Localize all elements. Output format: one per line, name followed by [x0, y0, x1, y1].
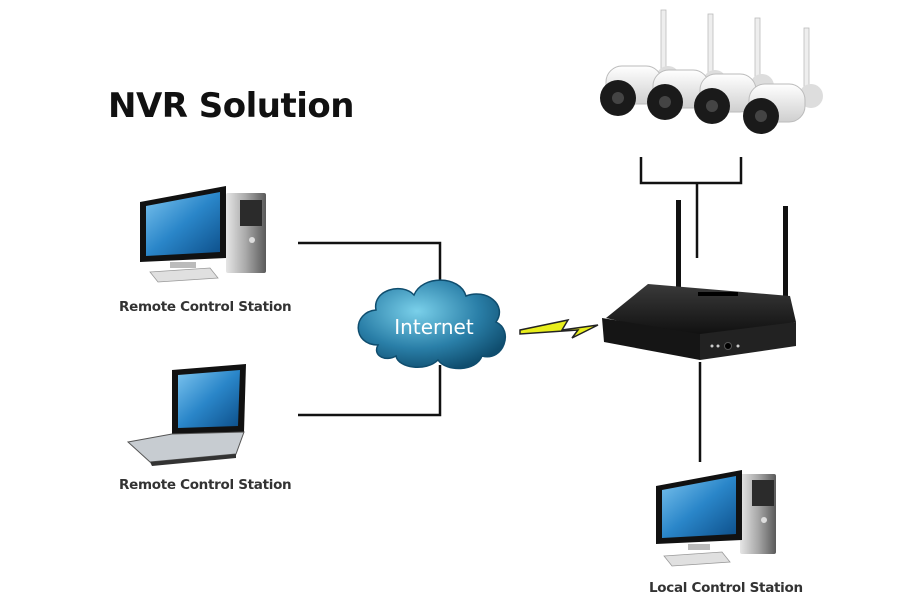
remote-desktop-label: Remote Control Station — [119, 299, 292, 315]
internet-cloud-icon: Internet — [357, 279, 507, 370]
line-remote-laptop-internet — [298, 365, 442, 417]
ip-cameras-group — [600, 9, 823, 134]
remote-laptop-icon — [126, 364, 246, 466]
line-remote-desktop-internet — [298, 241, 442, 292]
wireless-link-icon — [519, 318, 599, 339]
internet-label: Internet — [394, 315, 474, 339]
local-desktop-computer-icon — [656, 470, 776, 567]
camera-icon — [743, 27, 823, 134]
line-cameras-bracket — [639, 157, 743, 185]
remote-desktop-computer-icon — [140, 186, 266, 283]
local-desktop-label: Local Control Station — [649, 580, 803, 596]
nvr-recorder-icon — [602, 200, 796, 360]
remote-laptop-label: Remote Control Station — [119, 477, 292, 493]
diagram-title: NVR Solution — [108, 86, 354, 126]
connection-lines — [298, 157, 743, 462]
